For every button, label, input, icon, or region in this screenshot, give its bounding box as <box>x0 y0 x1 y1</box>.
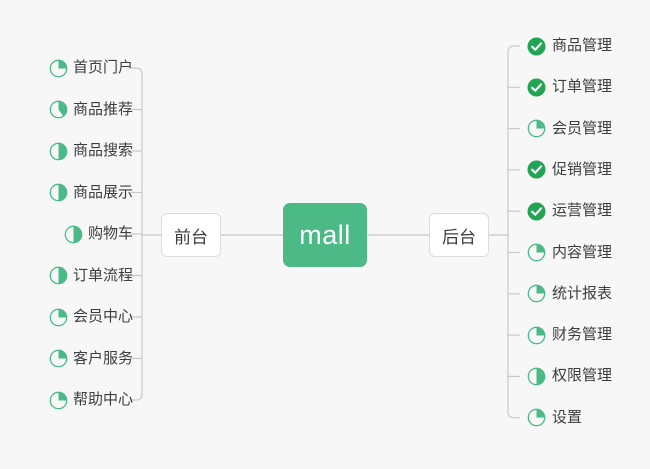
branch-node-backend-label: 后台 <box>442 227 476 247</box>
leaf-node-label: 购物车 <box>87 225 133 242</box>
leaf-node-label: 统计报表 <box>552 284 613 302</box>
center-node-mall[interactable]: mall <box>283 203 367 267</box>
leaf-node[interactable]: 商品管理 <box>527 35 612 57</box>
leaf-node[interactable]: 订单流程 <box>49 265 133 287</box>
leaf-node[interactable]: 会员管理 <box>527 118 612 140</box>
pie-progress-icon <box>527 326 546 345</box>
check-circle-icon <box>527 37 546 56</box>
check-circle-icon <box>527 78 546 97</box>
leaf-node[interactable]: 订单管理 <box>527 76 612 98</box>
leaf-node-label: 促销管理 <box>552 160 613 178</box>
leaf-node[interactable]: 购物车 <box>64 223 133 245</box>
leaf-node[interactable]: 商品展示 <box>49 182 133 204</box>
leaf-node[interactable]: 运营管理 <box>527 200 612 222</box>
branch-node-frontend[interactable]: 前台 <box>161 213 221 257</box>
leaf-node-label: 订单管理 <box>552 78 613 96</box>
leaf-node-label: 财务管理 <box>552 326 613 344</box>
pie-progress-icon <box>49 183 68 202</box>
leaf-node[interactable]: 设置 <box>527 407 582 429</box>
leaf-node-label: 设置 <box>552 408 583 426</box>
leaf-node-label: 权限管理 <box>552 367 613 385</box>
leaf-node[interactable]: 内容管理 <box>527 242 612 264</box>
leaf-node-label: 会员中心 <box>72 308 133 325</box>
branch-node-frontend-label: 前台 <box>174 227 208 247</box>
leaf-node-label: 会员管理 <box>552 119 613 137</box>
check-circle-icon <box>527 160 546 179</box>
pie-progress-icon <box>49 266 68 285</box>
leaf-node[interactable]: 帮助中心 <box>49 389 133 411</box>
leaf-node[interactable]: 商品推荐 <box>49 99 133 121</box>
leaf-node-label: 商品管理 <box>552 37 613 54</box>
pie-progress-icon <box>49 308 68 327</box>
branch-node-backend[interactable]: 后台 <box>429 213 489 257</box>
leaf-node-label: 帮助中心 <box>72 391 133 408</box>
leaf-node[interactable]: 促销管理 <box>527 159 612 181</box>
pie-progress-icon <box>64 225 83 244</box>
leaf-node-label: 运营管理 <box>552 202 613 220</box>
check-circle-icon <box>527 202 546 221</box>
pie-progress-icon <box>49 391 68 410</box>
pie-progress-icon <box>49 349 68 368</box>
pie-progress-icon <box>527 408 546 427</box>
center-node-label: mall <box>299 219 351 250</box>
leaf-node-label: 商品展示 <box>72 183 133 201</box>
leaf-node-label: 客户服务 <box>72 349 133 367</box>
leaf-node-label: 内容管理 <box>552 243 613 261</box>
pie-progress-icon <box>49 142 68 161</box>
leaf-node[interactable]: 客户服务 <box>49 348 133 370</box>
pie-progress-icon <box>527 243 546 262</box>
leaf-node[interactable]: 财务管理 <box>527 324 612 346</box>
pie-progress-icon <box>527 284 546 303</box>
leaf-node-label: 商品推荐 <box>72 100 133 118</box>
pie-progress-icon <box>49 100 68 119</box>
pie-progress-icon <box>527 367 546 386</box>
pie-progress-icon <box>527 119 546 138</box>
leaf-node-label: 商品搜索 <box>72 142 133 159</box>
leaf-node[interactable]: 权限管理 <box>527 365 612 387</box>
leaf-node-label: 首页门户 <box>72 59 133 76</box>
leaf-node[interactable]: 首页门户 <box>49 57 133 79</box>
pie-progress-icon <box>49 59 68 78</box>
leaf-node[interactable]: 统计报表 <box>527 283 612 305</box>
leaf-node[interactable]: 商品搜索 <box>49 140 133 162</box>
leaf-node[interactable]: 会员中心 <box>49 306 133 328</box>
leaf-node-label: 订单流程 <box>72 266 133 284</box>
